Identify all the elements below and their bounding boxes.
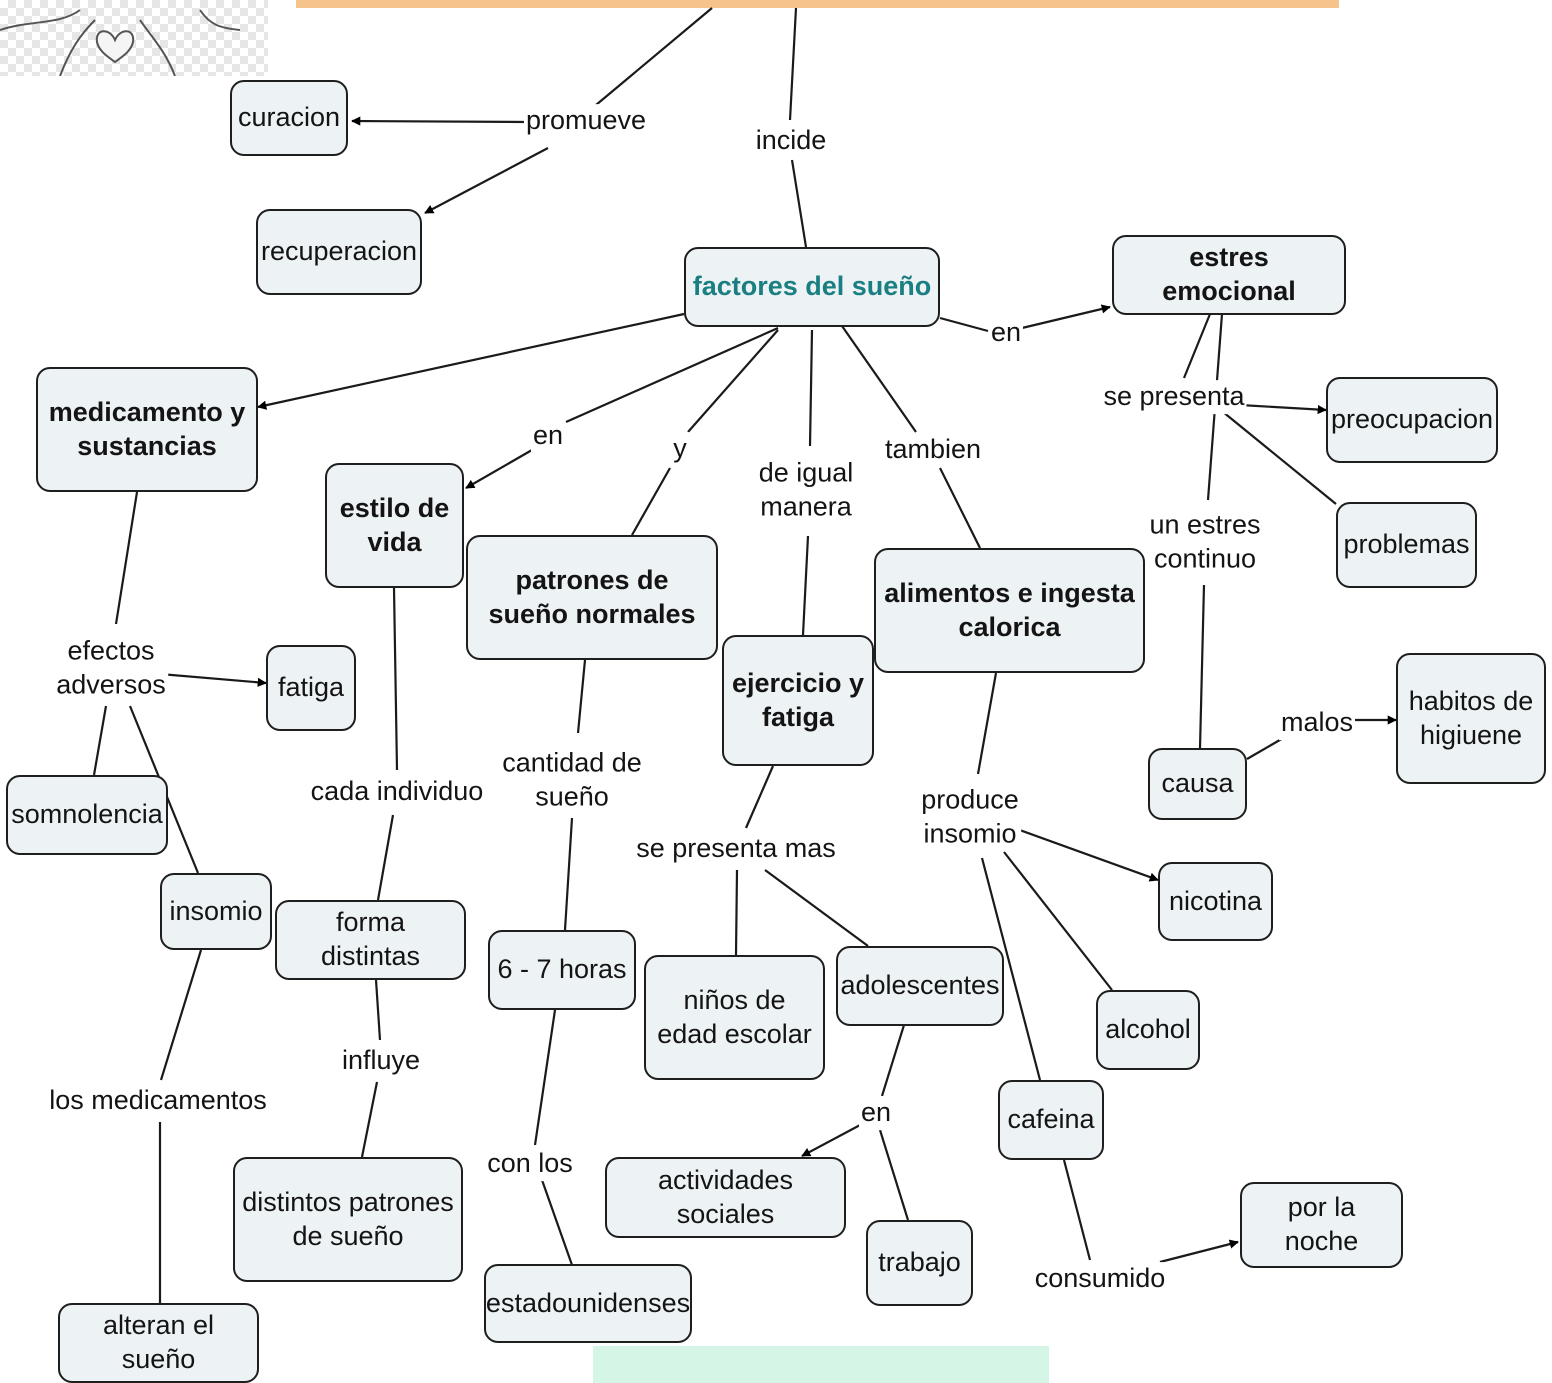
bottom-highlight-patch (593, 1346, 1049, 1383)
link-cantidad-de-sueno: cantidad de sueño (500, 746, 644, 814)
node-preocupacion[interactable]: preocupacion (1326, 377, 1498, 463)
link-promueve: promueve (523, 104, 649, 138)
node-estilo-de-vida[interactable]: estilo de vida (325, 463, 464, 588)
node-alimentos-ingesta[interactable]: alimentos e ingesta calorica (874, 548, 1145, 673)
node-fatiga[interactable]: fatiga (266, 645, 356, 731)
link-un-estres-continuo: un estres continuo (1147, 508, 1263, 576)
node-por-la-noche[interactable]: por la noche (1240, 1182, 1403, 1268)
node-6-7-horas[interactable]: 6 - 7 horas (488, 930, 636, 1010)
link-efectos-adversos: efectos adversos (54, 634, 168, 702)
link-de-igual-manera: de igual manera (756, 456, 856, 524)
link-los-medicamentos: los medicamentos (47, 1084, 269, 1118)
node-habitos-higiuene[interactable]: habitos de higiuene (1396, 653, 1546, 784)
link-y: y (671, 432, 689, 466)
node-adolescentes[interactable]: adolescentes (836, 946, 1004, 1026)
node-alteran-el-sueno[interactable]: alteran el sueño (58, 1303, 259, 1383)
link-influye: influye (339, 1044, 423, 1078)
node-actividades-sociales[interactable]: actividades sociales (605, 1157, 846, 1238)
node-recuperacion[interactable]: recuperacion (256, 209, 422, 295)
link-malos: malos (1278, 706, 1356, 740)
link-con-los: con los (485, 1147, 575, 1181)
node-problemas[interactable]: problemas (1336, 502, 1477, 588)
top-banner (296, 0, 1339, 8)
link-consumido: consumido (1032, 1262, 1168, 1296)
node-alcohol[interactable]: alcohol (1096, 990, 1200, 1070)
node-insomio[interactable]: insomio (160, 873, 272, 950)
node-medicamento-sustancias[interactable]: medicamento y sustancias (36, 367, 258, 492)
link-incide: incide (753, 124, 829, 158)
link-cada-individuo: cada individuo (308, 775, 486, 809)
node-ninos-edad-escolar[interactable]: niños de edad escolar (644, 955, 825, 1080)
node-trabajo[interactable]: trabajo (866, 1220, 973, 1306)
link-se-presenta: se presenta (1101, 380, 1247, 414)
link-en-actividades: en (858, 1096, 894, 1130)
link-produce-insomio: produce insomio (919, 783, 1021, 851)
node-estadounidenses[interactable]: estadounidenses (484, 1264, 692, 1343)
node-curacion[interactable]: curacion (230, 80, 348, 156)
node-somnolencia[interactable]: somnolencia (6, 775, 168, 855)
node-estres-emocional[interactable]: estres emocional (1112, 235, 1346, 315)
hands-heart-illustration (0, 0, 268, 76)
node-cafeina[interactable]: cafeina (998, 1080, 1104, 1160)
node-ejercicio-fatiga[interactable]: ejercicio y fatiga (722, 635, 874, 766)
node-causa[interactable]: causa (1148, 748, 1247, 820)
node-nicotina[interactable]: nicotina (1158, 862, 1273, 941)
link-tambien: tambien (882, 433, 984, 467)
node-forma-distintas[interactable]: forma distintas (275, 900, 466, 980)
link-en-estilo: en (530, 419, 566, 453)
node-factores-del-sueno[interactable]: factores del sueño (684, 247, 940, 327)
link-se-presenta-mas: se presenta mas (634, 832, 838, 866)
link-en-estres: en (988, 316, 1024, 350)
node-distintos-patrones[interactable]: distintos patrones de sueño (233, 1157, 463, 1282)
node-patrones-sueno-normales[interactable]: patrones de sueño normales (466, 535, 718, 660)
